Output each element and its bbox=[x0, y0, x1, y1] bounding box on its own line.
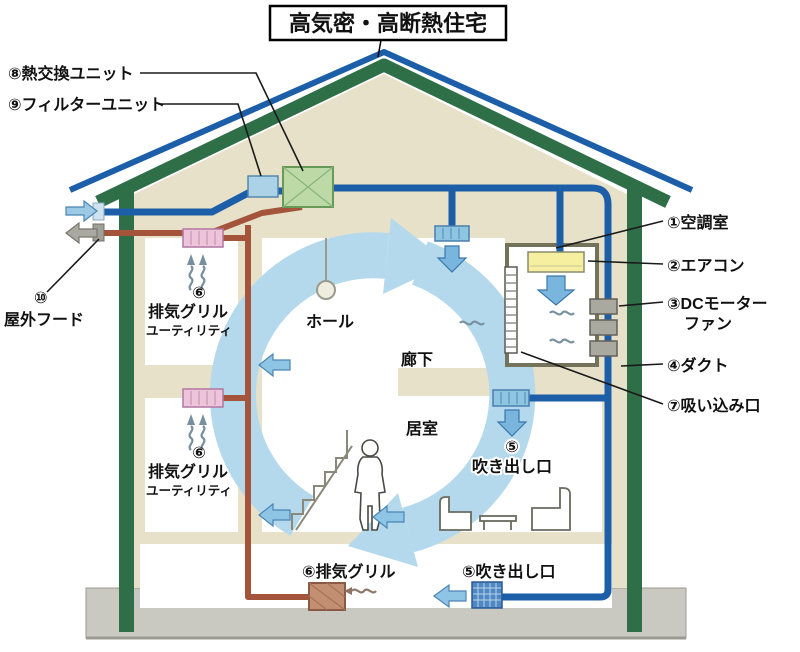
leader-dc-fan bbox=[618, 301, 664, 307]
leader-duct bbox=[620, 363, 664, 367]
label-utility-upper: ユーティリティ bbox=[146, 324, 232, 338]
label-grille6-lower: 排気グリル bbox=[148, 462, 228, 481]
table bbox=[479, 515, 517, 522]
label-aircon: ②エアコン bbox=[667, 258, 745, 275]
label-filter-unit: ⑨フィルターユニット bbox=[8, 96, 165, 114]
dc-fan-1 bbox=[589, 298, 618, 315]
aircon-down-arrow bbox=[536, 275, 576, 306]
aircon-unit bbox=[527, 251, 585, 273]
dc-fan-3 bbox=[589, 340, 618, 357]
outdoor-intake-arrow bbox=[65, 199, 98, 223]
dc-motor-fans bbox=[589, 298, 618, 357]
flow-arrows bbox=[65, 199, 576, 609]
circulation-arc-left-top bbox=[209, 232, 390, 536]
underfloor-supply-grille bbox=[471, 581, 503, 609]
circulation-arrowhead-top bbox=[383, 218, 449, 294]
ceiling-vent-upper bbox=[434, 225, 470, 242]
wall-right bbox=[627, 186, 642, 632]
ceiling-vent-living bbox=[492, 389, 530, 407]
underfloor-flow-arrow bbox=[432, 583, 467, 609]
labels: ⑧熱交換ユニット ⑨フィルターユニット ⑩ 屋外フード ①空調室 ②エアコン ③… bbox=[4, 64, 768, 583]
staircase bbox=[291, 430, 353, 531]
leader-outdoor-hood bbox=[46, 238, 100, 293]
roof-band-green bbox=[95, 58, 671, 208]
exhaust-grille-upper bbox=[182, 228, 224, 248]
exhaust-squiggle-arrowheads bbox=[187, 254, 207, 425]
leader-lines bbox=[46, 72, 664, 405]
exhaust-airflow-squiggles bbox=[188, 265, 575, 451]
label-suction-inlet: ⑦吸い込み口 bbox=[667, 397, 761, 415]
label-utility-lower: ユーティリティ bbox=[146, 484, 232, 498]
pendant-light bbox=[316, 238, 336, 300]
wall-left bbox=[119, 186, 134, 632]
exhaust-grille-lower bbox=[182, 388, 224, 408]
label-outlet5: 吹き出し口 bbox=[472, 457, 552, 476]
heat-exchange-unit bbox=[282, 166, 334, 208]
outdoor-exhaust-arrow bbox=[65, 221, 98, 245]
label-hall: ホール bbox=[306, 313, 354, 331]
label-grille6-num-lower: ⑥ bbox=[192, 445, 206, 462]
title-block: 高気密・高断熱住宅 bbox=[268, 4, 508, 58]
exhaust-duct bbox=[100, 204, 310, 600]
door-arrow-utility-lower bbox=[258, 502, 291, 528]
roof-line-blue bbox=[68, 49, 694, 193]
label-corridor: 廊下 bbox=[401, 350, 433, 369]
leader-suction bbox=[520, 351, 664, 405]
label-underfloor-exhaust: ⑥排気グリル bbox=[302, 562, 396, 581]
door-arrow-utility-upper bbox=[258, 352, 291, 378]
label-living: 居室 bbox=[406, 419, 438, 438]
label-dc-fan-1: ③DCモーター bbox=[667, 295, 768, 313]
furniture bbox=[439, 487, 571, 531]
label-heat-exchange-unit: ⑧熱交換ユニット bbox=[8, 64, 134, 83]
label-aircon-room: ①空調室 bbox=[667, 213, 729, 232]
armchair bbox=[439, 496, 472, 531]
label-underfloor-outlet: ⑤吹き出し口 bbox=[462, 562, 556, 581]
dc-fan-2 bbox=[589, 319, 618, 336]
underfloor-exhaust-grille-box bbox=[308, 582, 346, 611]
label-dc-fan-2: ファン bbox=[684, 316, 732, 333]
title-connector bbox=[377, 39, 382, 58]
leader-heat-exchange bbox=[140, 72, 304, 172]
vent-down-arrow-upper bbox=[436, 245, 468, 273]
label-grille6-num-upper: ⑥ bbox=[192, 285, 206, 302]
leader-aircon-room bbox=[555, 220, 664, 249]
label-grille6-upper: 排気グリル bbox=[148, 302, 228, 321]
leader-filter bbox=[158, 103, 262, 177]
vent-down-arrow-living bbox=[496, 409, 528, 437]
suction-grille bbox=[504, 266, 518, 354]
label-outdoor-hood: 屋外フード bbox=[4, 310, 84, 329]
underfloor-exhaust-squiggle bbox=[344, 587, 377, 595]
title-box bbox=[268, 4, 508, 42]
door-arrow-living bbox=[372, 504, 405, 530]
filter-unit bbox=[247, 175, 279, 198]
label-outdoor-hood-num: ⑩ bbox=[34, 290, 48, 307]
leader-aircon bbox=[587, 260, 664, 265]
person-figure bbox=[354, 439, 386, 531]
label-duct: ④ダクト bbox=[667, 356, 729, 375]
page-title: 高気密・高断熱住宅 bbox=[289, 11, 487, 36]
sofa bbox=[531, 487, 571, 531]
label-outlet5-num: ⑤ bbox=[505, 439, 519, 456]
